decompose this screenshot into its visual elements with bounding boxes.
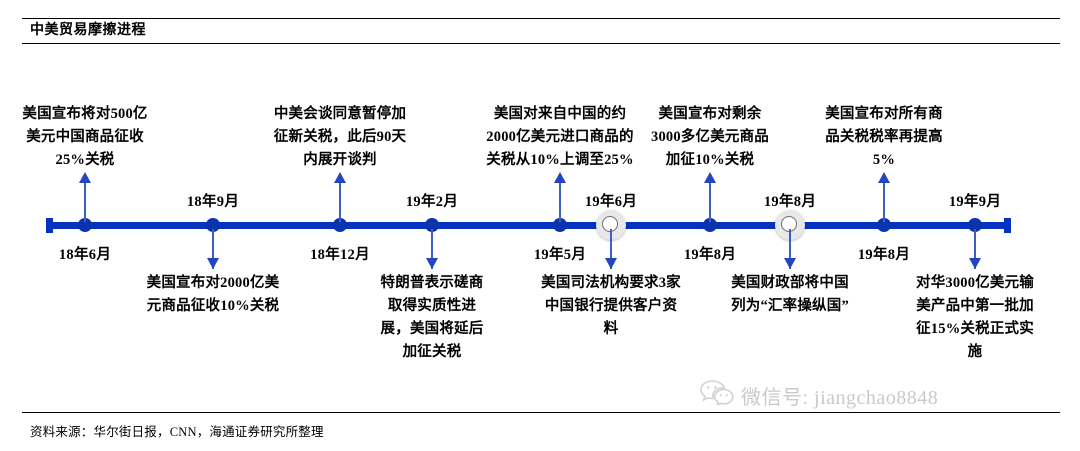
event-description: 对华3000亿美元输美产品中第一批加征15%关税正式实施: [916, 275, 1034, 360]
event-node-dot: [877, 218, 891, 232]
arrow-up-icon: [704, 172, 716, 183]
source-note: 资料来源：华尔街日报，CNN，海通证券研究所整理: [30, 425, 324, 439]
event-description: 美国司法机构要求3家中国银行提供客户资料: [541, 275, 681, 337]
event-node-dot: [553, 218, 567, 232]
event-date-label: 18年6月: [58, 247, 112, 263]
event-node-dot: [78, 218, 92, 232]
arrow-down-icon: [207, 258, 219, 269]
event-node-hollow-icon[interactable]: [596, 210, 626, 240]
event-description: 美国宣布对所有商品关税税率再提高5%: [825, 106, 943, 168]
footer-rule: [22, 412, 1060, 413]
event-node-dot: [425, 218, 439, 232]
event-date-label: 19年5月: [533, 247, 587, 263]
event-date-label: 19年6月: [584, 194, 638, 210]
watermark: 微信号: jiangchao8848: [700, 379, 938, 411]
title-rule-top: [22, 18, 1060, 19]
event-connector: [431, 229, 433, 269]
event-node-icon[interactable]: [75, 215, 95, 235]
title-rule-bottom: [22, 43, 1060, 44]
event-connector: [974, 229, 976, 269]
event-node-icon[interactable]: [874, 215, 894, 235]
event-date-label: 19年8月: [683, 247, 737, 263]
event-connector: [559, 178, 561, 222]
event-node-dot: [968, 218, 982, 232]
event-node-icon[interactable]: [700, 215, 720, 235]
event-connector: [610, 229, 612, 269]
arrow-down-icon: [969, 258, 981, 269]
arrow-up-icon: [554, 172, 566, 183]
event-date-label: 19年9月: [948, 194, 1002, 210]
axis-cap-right: [1004, 218, 1011, 233]
event-node-dot: [206, 218, 220, 232]
event-date-label: 18年9月: [186, 194, 240, 210]
event-description: 特朗普表示磋商取得实质性进展，美国将延后加征关税: [380, 275, 484, 360]
arrow-down-icon: [605, 258, 617, 269]
event-description: 美国宣布对2000亿美元商品征收10%关税: [146, 275, 280, 314]
event-node-icon[interactable]: [203, 215, 223, 235]
event-connector: [709, 178, 711, 222]
event-connector: [883, 178, 885, 222]
event-connector: [339, 178, 341, 222]
arrow-up-icon: [334, 172, 346, 183]
event-date-label: 19年8月: [857, 247, 911, 263]
timeline-axis: [48, 222, 1010, 229]
event-node-hollow-icon[interactable]: [775, 210, 805, 240]
event-connector: [789, 229, 791, 269]
event-node-dot: [333, 218, 347, 232]
event-node-dot: [703, 218, 717, 232]
event-description: 美国对来自中国的约2000亿美元进口商品的关税从10%上调至25%: [486, 106, 634, 168]
event-node-icon[interactable]: [422, 215, 442, 235]
event-node-icon[interactable]: [330, 215, 350, 235]
arrow-up-icon: [878, 172, 890, 183]
event-date-label: 19年8月: [763, 194, 817, 210]
arrow-up-icon: [79, 172, 91, 183]
event-description: 美国宣布对剩余3000多亿美元商品加征10%关税: [651, 106, 769, 168]
wechat-icon: [700, 379, 734, 411]
event-description: 美国宣布将对500亿美元中国商品征收25%关税: [22, 106, 148, 168]
event-description: 中美会谈同意暂停加征新关税，此后90天内展开谈判: [273, 106, 407, 168]
watermark-text: 微信号: jiangchao8848: [741, 386, 939, 409]
event-description: 美国财政部将中国列为“汇率操纵国”: [731, 275, 849, 314]
event-connector: [212, 229, 214, 269]
event-node-icon[interactable]: [550, 215, 570, 235]
event-node-icon[interactable]: [965, 215, 985, 235]
page-title: 中美贸易摩擦进程: [30, 23, 146, 38]
arrow-down-icon: [426, 258, 438, 269]
event-date-label: 18年12月: [310, 247, 370, 263]
arrow-down-icon: [784, 258, 796, 269]
event-date-label: 19年2月: [405, 194, 459, 210]
event-connector: [84, 178, 86, 222]
